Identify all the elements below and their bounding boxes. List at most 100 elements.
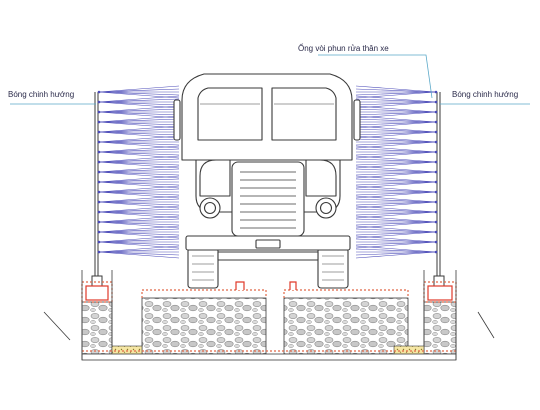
spray-nozzle-icon [434,100,438,104]
spray-line [98,171,180,176]
spray-line [355,171,437,176]
spray-line [355,185,437,193]
spray-nozzle-icon [434,160,438,164]
spray-line [355,238,437,243]
spray-line [355,151,437,156]
spray-line [355,98,437,103]
spray-line [98,201,180,206]
spray-line [355,195,437,203]
base-slab [81,353,457,361]
spray-line [98,188,180,193]
spray-nozzle-icon [97,140,101,144]
gravel-block-center-left [141,297,267,355]
spray-line [98,128,180,133]
spray-line [98,218,180,223]
spray-nozzle-icon [434,90,438,94]
spray-line [355,121,437,126]
spray-nozzle-icon [434,230,438,234]
spray-line [98,131,180,136]
left-support-post [91,92,103,287]
spray-line [355,221,437,226]
truck-front-icon [173,73,361,289]
gravel-block-left [81,301,113,355]
callout-lines [10,54,530,105]
spray-line [355,138,437,143]
left-spray-nozzles [97,85,180,259]
spray-line [355,228,437,233]
spray-line [355,145,437,153]
spray-line [98,158,180,163]
spray-nozzle-icon [434,210,438,214]
spray-line [98,141,180,146]
spray-pipe-label: Ống vòi phun rửa thân xe [298,44,389,53]
spray-line [355,248,437,253]
spray-line [98,195,180,203]
spray-line [355,108,437,113]
spray-nozzle-icon [97,160,101,164]
spray-nozzle-icon [434,200,438,204]
spray-line [355,131,437,136]
spray-line [98,98,180,103]
spray-line [355,205,437,213]
spray-line [98,231,180,236]
spray-nozzle-icon [97,250,101,254]
ground-slope [43,311,495,341]
spray-line [355,115,437,123]
spray-line [98,118,180,123]
spray-nozzle-icon [97,240,101,244]
spray-line [98,215,180,223]
spray-nozzle-icon [434,110,438,114]
spray-line [98,178,180,183]
spray-line [98,245,180,253]
spray-line [355,175,437,183]
spray-nozzle-icon [434,220,438,224]
spray-line [98,221,180,226]
spray-line [98,145,180,153]
spray-line [98,248,180,253]
spray-line [98,115,180,123]
spray-line [98,251,180,256]
spray-nozzle-icon [434,140,438,144]
right-nozzle-label: Bóng chinh hướng [452,90,519,99]
spray-nozzle-icon [97,90,101,94]
spray-line [98,205,180,213]
spray-line [355,118,437,123]
spray-line [98,165,180,173]
spray-line [98,105,180,113]
spray-line [355,135,437,143]
spray-line [355,201,437,206]
spray-line [355,241,437,246]
spray-nozzle-icon [434,180,438,184]
spray-line [98,181,180,186]
spray-line [355,198,437,203]
spray-line [355,165,437,173]
spray-line [98,155,180,163]
spray-nozzle-icon [434,190,438,194]
spray-line [355,148,437,153]
spray-line [355,231,437,236]
spray-line [98,191,180,196]
spray-line [355,208,437,213]
spray-line [355,225,437,233]
spray-line [355,125,437,133]
spray-nozzle-icon [97,150,101,154]
spray-line [355,235,437,243]
spray-line [98,225,180,233]
spray-line [98,95,180,103]
spray-nozzle-icon [97,190,101,194]
spray-line [98,228,180,233]
spray-nozzle-icon [97,230,101,234]
spray-line [355,128,437,133]
spray-line [98,88,180,93]
spray-line [98,168,180,173]
spray-line [355,88,437,93]
spray-line [355,211,437,216]
spray-line [355,191,437,196]
gravel-block-right [423,301,457,355]
spray-line [355,188,437,193]
spray-line [98,148,180,153]
spray-line [355,158,437,163]
spray-nozzle-icon [97,210,101,214]
